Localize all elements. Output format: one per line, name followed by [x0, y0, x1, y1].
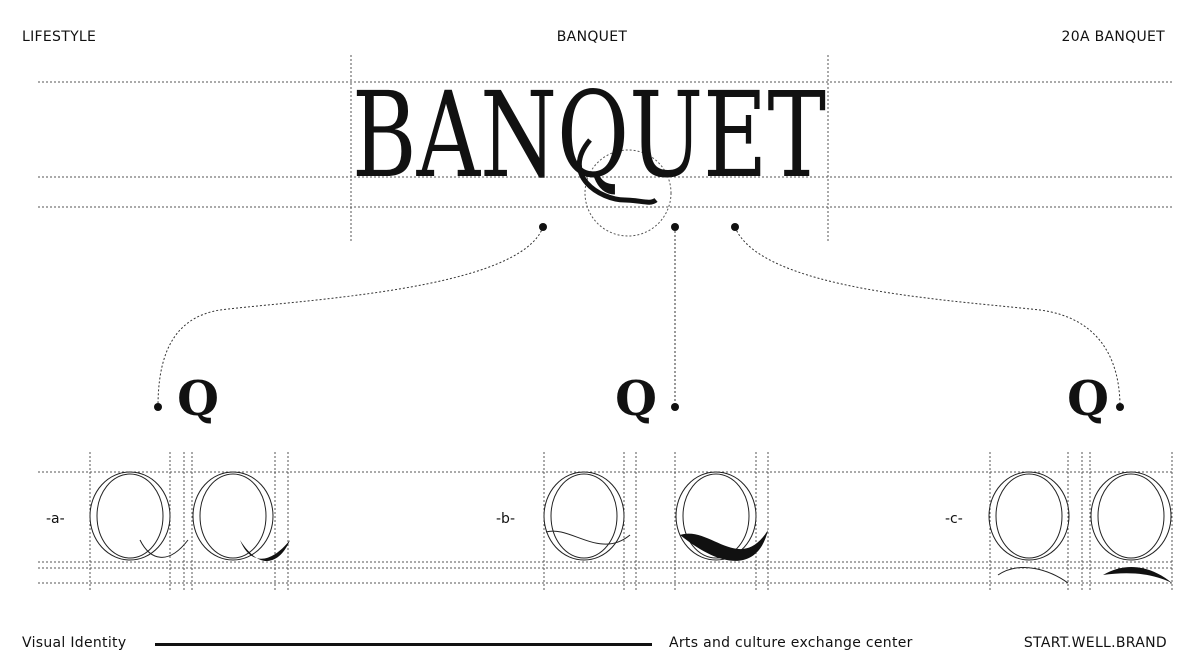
- variant-a-letter: Q: [177, 371, 219, 427]
- footer-left-label: Visual Identity: [22, 635, 127, 651]
- header-center-label: BANQUET: [556, 29, 628, 45]
- connector-dots: [154, 223, 1124, 411]
- footer-right-label: START.WELL.BRAND: [1023, 635, 1167, 651]
- variant-b-tag: -b-: [496, 511, 515, 527]
- header-left-label: LIFESTYLE: [22, 29, 97, 45]
- top-guidelines: [38, 55, 1172, 243]
- variant-c-tag: -c-: [945, 511, 963, 527]
- header-right-label: 20A BANQUET: [1061, 29, 1165, 45]
- wordmark-q-tail: [576, 138, 658, 205]
- variant-a-tag: -a-: [46, 511, 65, 527]
- variant-b-letter: Q: [615, 371, 657, 427]
- q-solid-tails: [240, 530, 1172, 583]
- banquet-wordmark: BANQUET: [352, 66, 826, 204]
- footer-middle-label: Arts and culture exchange center: [669, 635, 913, 651]
- footer-divider: [155, 643, 652, 646]
- q-construction-outlines: [89, 471, 1172, 584]
- connector-lines: [157, 226, 1121, 408]
- bottom-guidelines: [38, 452, 1173, 590]
- variant-c-letter: Q: [1067, 371, 1109, 427]
